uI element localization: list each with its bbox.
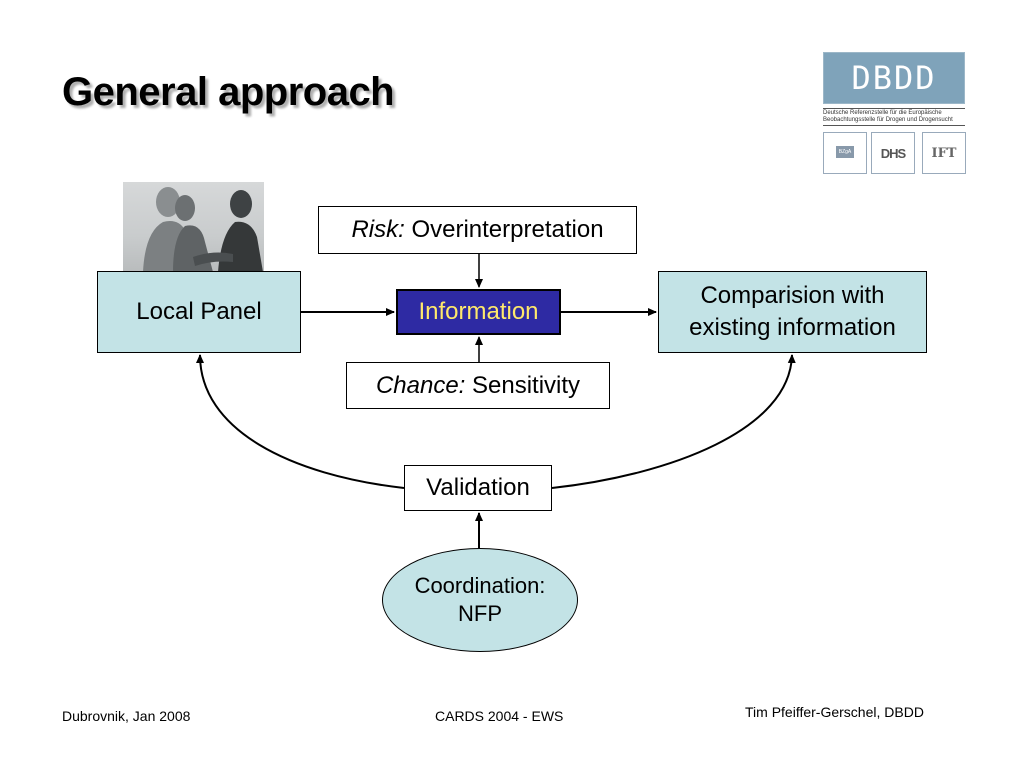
risk-text: Risk: Overinterpretation (351, 214, 603, 246)
bzga-logo: BZgA (823, 132, 867, 174)
chance-text: Chance: Sensitivity (376, 370, 580, 402)
local-panel-label: Local Panel (136, 298, 262, 325)
footer-left: Dubrovnik, Jan 2008 (62, 708, 191, 724)
chance-value: Sensitivity (472, 371, 581, 399)
logo-subtitle-line-2: Beobachtungsstelle für Drogen und Drogen… (823, 117, 953, 123)
ift-logo: IFT (922, 132, 966, 174)
coordination-ellipse: Coordination: NFP (382, 548, 578, 652)
risk-label: Risk: (351, 216, 405, 243)
information-box: Information (396, 289, 561, 335)
dbdd-logo-subtitle: Deutsche Referenzstelle für die Europäis… (823, 108, 965, 126)
chance-label: Chance: (375, 371, 466, 399)
information-label: Information (418, 298, 539, 325)
dbdd-logo: DBDD Deutsche Referenzstelle für die Eur… (820, 50, 968, 178)
logo-subtitle-line-1: Deutsche Referenzstelle für die Europäis… (823, 110, 942, 116)
footer-right: Tim Pfeiffer-Gerschel, DBDD (745, 704, 924, 720)
slide-title: General approach (62, 70, 395, 114)
comparison-line-2: existing information (689, 314, 896, 341)
local-panel-box: Local Panel (97, 271, 301, 353)
dhs-logo: DHS (871, 132, 915, 174)
comparison-line-1: Comparision with (700, 282, 885, 309)
coordination-line-1: Coordination: (414, 573, 546, 598)
footer-center: CARDS 2004 - EWS (435, 708, 564, 724)
dbdd-logo-main: DBDD (823, 52, 965, 104)
people-silhouette-photo (123, 182, 264, 272)
bzga-logo-text: BZgA (836, 146, 854, 158)
comparison-box: Comparision with existing information (658, 271, 927, 353)
validation-label: Validation (426, 474, 530, 501)
dbdd-logo-text: DBDD (851, 59, 937, 97)
risk-box: Risk: Overinterpretation (318, 206, 637, 254)
validation-box: Validation (404, 465, 552, 511)
risk-value: Overinterpretation (411, 216, 604, 243)
chance-box: Chance: Sensitivity (346, 362, 610, 409)
arrow-validation-to-comparison (551, 354, 796, 489)
arrow-validation-to-local (196, 354, 405, 489)
coordination-line-2: NFP (458, 601, 502, 626)
